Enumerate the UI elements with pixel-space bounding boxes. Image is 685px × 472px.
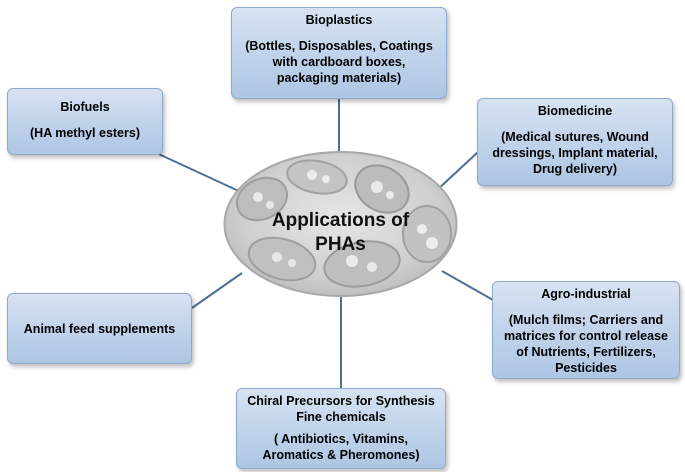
- connector-biofuels: [149, 149, 244, 194]
- node-title: Chiral Precursors for Synthesis Fine che…: [247, 394, 435, 424]
- connector-biomedicine: [435, 151, 479, 192]
- node-title: Bioplastics: [305, 13, 373, 27]
- node-biomedicine: Biomedicine (Medical sutures, Wound dres…: [477, 98, 673, 186]
- node-detail: (HA methyl esters): [30, 126, 140, 140]
- center-ellipse: [223, 151, 458, 297]
- node-title: Biofuels: [60, 100, 110, 114]
- node-chiral-precursors: Chiral Precursors for Synthesis Fine che…: [236, 388, 446, 469]
- node-title: Agro-industrial: [541, 287, 631, 301]
- node-title: Animal feed supplements: [23, 321, 176, 336]
- node-agro-industrial: Agro-industrial (Mulch films; Carriers a…: [492, 281, 680, 379]
- node-detail: (Medical sutures, Wound dressings, Impla…: [492, 130, 658, 176]
- connector-agro: [441, 270, 494, 301]
- node-bioplastics: Bioplastics (Bottles, Disposables, Coati…: [231, 7, 447, 99]
- center-title: Applications of PHAs: [271, 210, 410, 255]
- node-detail: (Bottles, Disposables, Coatings with car…: [245, 39, 433, 85]
- node-detail: ( Antibiotics, Vitamins, Aromatics & Phe…: [262, 432, 420, 462]
- node-biofuels: Biofuels (HA methyl esters): [7, 88, 163, 155]
- node-title: Biomedicine: [537, 104, 613, 118]
- node-animal-feed: Animal feed supplements: [7, 293, 192, 364]
- cell-micrograph-texture: [235, 159, 452, 288]
- connector-feed: [191, 272, 243, 309]
- node-detail: (Mulch films; Carriers and matrices for …: [504, 313, 668, 375]
